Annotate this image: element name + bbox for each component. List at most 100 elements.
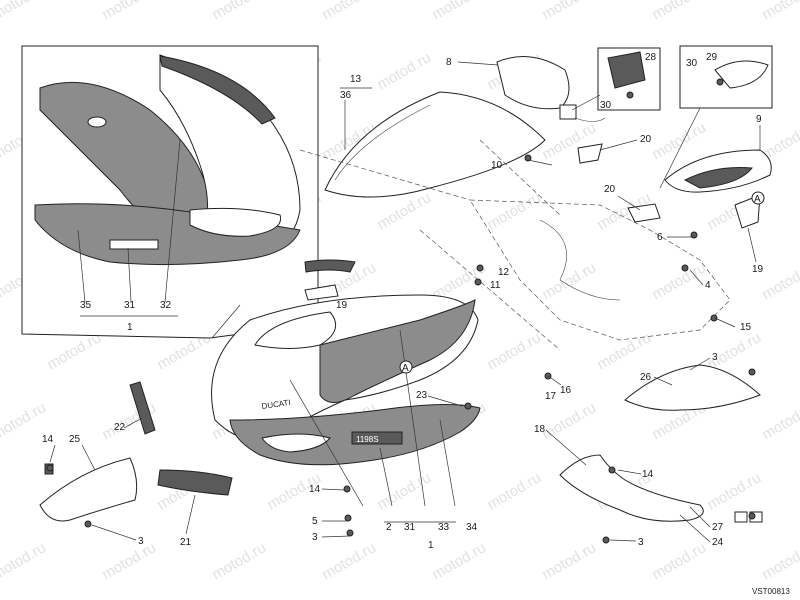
watermark-text: motod.ru bbox=[99, 539, 159, 583]
watermark-text: motod.ru bbox=[539, 399, 599, 443]
callout-14-right: 14 bbox=[642, 469, 654, 480]
leader-15 bbox=[714, 317, 736, 328]
frame-dash-2 bbox=[419, 229, 561, 351]
watermark-text: motod.ru bbox=[0, 539, 49, 583]
bracket-20-lower bbox=[627, 203, 661, 223]
watermark-text: motod.ru bbox=[539, 539, 599, 583]
part-22-bracket bbox=[129, 381, 156, 435]
inset-panel bbox=[21, 45, 319, 339]
main-fairing-group: DUCATI 1198S bbox=[211, 259, 481, 523]
callout-30-right: 30 bbox=[686, 58, 698, 69]
ducati-decal: DUCATI bbox=[261, 398, 291, 411]
screw-icon bbox=[46, 464, 54, 472]
callout-6: 6 bbox=[657, 232, 663, 243]
callout-11: 11 bbox=[490, 280, 501, 291]
callout-3-top: 3 bbox=[712, 352, 718, 363]
watermark-text: motod.ru bbox=[649, 119, 709, 163]
leader-18 bbox=[545, 429, 587, 466]
inset-decal bbox=[109, 239, 159, 250]
leader-19-right bbox=[747, 227, 757, 263]
callout-3-left: 3 bbox=[138, 536, 144, 547]
watermark-text: motod.ru bbox=[484, 329, 544, 373]
windscreen-group bbox=[324, 87, 546, 198]
leader-16 bbox=[547, 375, 562, 386]
inset-pointer bbox=[211, 304, 241, 339]
callout-9: 9 bbox=[756, 114, 762, 125]
callout-22: 22 bbox=[114, 422, 126, 433]
watermark-text: motod.ru bbox=[539, 259, 599, 303]
callout-26: 26 bbox=[640, 372, 652, 383]
fairing-top-trim bbox=[304, 259, 356, 273]
callout-a-main: A bbox=[402, 363, 409, 374]
mirror-left-group bbox=[457, 47, 661, 122]
callout-12: 12 bbox=[498, 267, 510, 278]
callout-3-bottom: 3 bbox=[638, 537, 644, 548]
watermark-text: motod.ru bbox=[759, 259, 800, 303]
leader-26 bbox=[653, 376, 673, 386]
screw-icon bbox=[84, 520, 92, 528]
watermark-text: motod.ru bbox=[594, 329, 654, 373]
leader-33 bbox=[399, 329, 426, 507]
leader-2 bbox=[289, 379, 364, 507]
callout-30-left: 30 bbox=[600, 100, 612, 111]
callout-35: 35 bbox=[80, 300, 92, 311]
screw-icon bbox=[464, 402, 472, 410]
windscreen-edge bbox=[334, 104, 431, 181]
leader-20-lower bbox=[617, 195, 641, 211]
leader-22 bbox=[123, 417, 143, 429]
inset-grommet bbox=[87, 116, 107, 128]
headlight-opening bbox=[254, 311, 337, 349]
watermark-text: motod.ru bbox=[99, 0, 159, 23]
callout-20-upper: 20 bbox=[640, 134, 652, 145]
callout-14-center: 14 bbox=[309, 484, 321, 495]
callout-28: 28 bbox=[645, 52, 657, 63]
screw-icon bbox=[716, 78, 724, 86]
part-27-grommet bbox=[734, 511, 748, 523]
leader-32 bbox=[164, 139, 181, 303]
leader-20-upper bbox=[599, 139, 638, 151]
leader-34 bbox=[439, 419, 456, 507]
screw-icon bbox=[681, 264, 689, 272]
watermark-text: motod.ru bbox=[759, 539, 800, 583]
leader-lines bbox=[49, 139, 757, 543]
screw-icon bbox=[344, 514, 352, 522]
leader-24 bbox=[679, 514, 711, 543]
watermark-text: motod.ru bbox=[209, 539, 269, 583]
callout-32: 32 bbox=[160, 300, 172, 311]
frame-dash-1 bbox=[299, 149, 471, 201]
callout-21: 21 bbox=[180, 537, 192, 548]
frame-strut bbox=[539, 219, 621, 301]
callout-36: 36 bbox=[340, 90, 352, 101]
inset-air-intake bbox=[189, 207, 282, 237]
screw-icon bbox=[474, 278, 482, 286]
watermark-text: motod.ru bbox=[209, 0, 269, 23]
leader-14-center bbox=[321, 488, 345, 491]
inset-assembly-number: 1 bbox=[127, 322, 133, 333]
leader-3-bottom bbox=[609, 539, 637, 542]
callout-19-right: 19 bbox=[752, 264, 764, 275]
mirror-bracket bbox=[607, 51, 646, 89]
callout-16: 16 bbox=[560, 385, 572, 396]
model-decal: 1198S bbox=[356, 435, 379, 444]
inset-trim-strip bbox=[159, 55, 276, 125]
callout-29: 29 bbox=[706, 52, 718, 63]
windscreen bbox=[324, 91, 546, 198]
main-assembly-number: 1 bbox=[428, 540, 434, 551]
watermark-text: motod.ru bbox=[484, 189, 544, 233]
part-21-lower-vent bbox=[157, 469, 233, 496]
leader-4 bbox=[689, 269, 704, 286]
reference-a-circle-main bbox=[399, 360, 413, 374]
leader-14-left bbox=[49, 444, 56, 463]
screw-icon bbox=[524, 154, 532, 162]
screw-icon bbox=[608, 466, 616, 474]
model-decal-plate bbox=[351, 431, 403, 445]
screw-icon bbox=[710, 314, 718, 322]
right-small-parts bbox=[559, 364, 763, 523]
mirror-right-pointer bbox=[659, 107, 701, 189]
frame-dash-3 bbox=[479, 139, 561, 216]
leader-3-center bbox=[321, 535, 351, 538]
watermark-text: motod.ru bbox=[484, 469, 544, 513]
leader-3-left bbox=[91, 524, 137, 541]
callout-27: 27 bbox=[712, 522, 724, 533]
callout-23: 23 bbox=[416, 390, 428, 401]
